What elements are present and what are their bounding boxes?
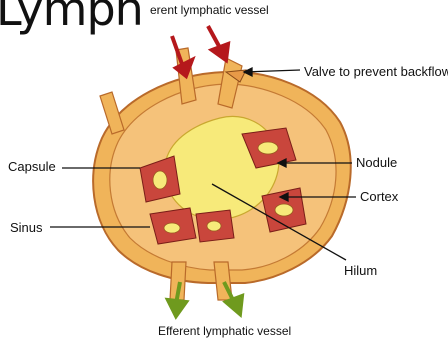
label-capsule: Capsule <box>8 160 56 173</box>
label-cortex: Cortex <box>360 190 398 203</box>
label-nodule: Nodule <box>356 156 397 169</box>
label-hilum: Hilum <box>344 264 377 277</box>
label-sinus: Sinus <box>10 221 43 234</box>
label-efferent-vessel: Efferent lymphatic vessel <box>158 325 291 337</box>
label-afferent-vessel: erent lymphatic vessel <box>150 4 269 16</box>
page-title: Lymph <box>0 0 143 32</box>
label-valve: Valve to prevent backflow <box>304 65 448 78</box>
